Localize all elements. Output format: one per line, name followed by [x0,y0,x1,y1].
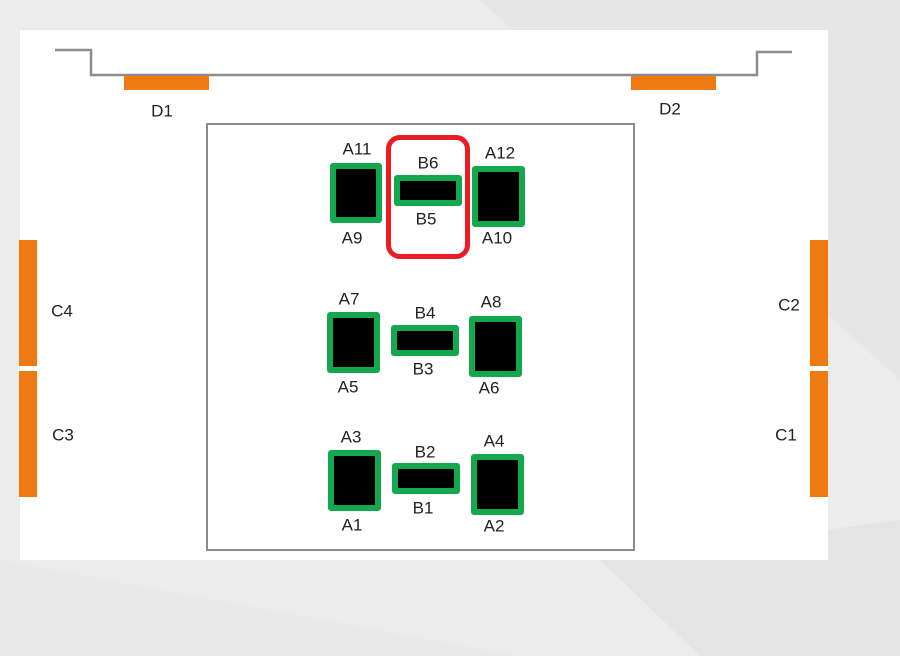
side-unit-c4-label: C4 [51,301,73,321]
label-a3: A3 [340,427,362,447]
label-a11: A11 [342,139,372,159]
selection-highlight [386,135,470,259]
label-b3: B3 [412,359,434,379]
label-a6: A6 [478,378,500,398]
label-b6: B6 [417,153,439,173]
side-unit-c1 [810,371,828,497]
unit-a9-a11 [330,163,382,223]
unit-a1-a3 [328,450,381,511]
unit-a10-a12 [472,166,525,227]
unit-b5-b6 [394,175,462,206]
unit-a5-a7 [327,312,380,373]
unit-b3-b4 [391,325,459,356]
side-unit-c3-label: C3 [52,425,74,445]
label-a9: A9 [341,228,363,248]
label-a12: A12 [484,143,516,163]
side-unit-c2 [810,240,828,366]
label-b4: B4 [414,303,436,323]
label-b5: B5 [415,209,437,229]
side-unit-c3 [19,371,37,497]
inner-room-outline [206,123,635,551]
door-d2-label: D2 [659,99,681,119]
label-a7: A7 [338,289,360,309]
door-d1 [124,76,209,90]
door-d1-label: D1 [151,101,173,121]
door-d2 [631,76,716,90]
label-a4: A4 [483,431,505,451]
label-a8: A8 [480,292,502,312]
unit-b1-b2 [392,463,460,494]
side-unit-c1-label: C1 [775,425,797,445]
label-b2: B2 [414,442,436,462]
label-a10: A10 [481,228,513,248]
unit-a2-a4 [471,454,524,515]
label-a5: A5 [337,377,359,397]
label-a1: A1 [341,515,363,535]
side-unit-c4 [19,240,37,366]
label-a2: A2 [483,516,505,536]
side-unit-c2-label: C2 [778,295,800,315]
unit-a6-a8 [469,316,522,377]
label-b1: B1 [412,498,434,518]
